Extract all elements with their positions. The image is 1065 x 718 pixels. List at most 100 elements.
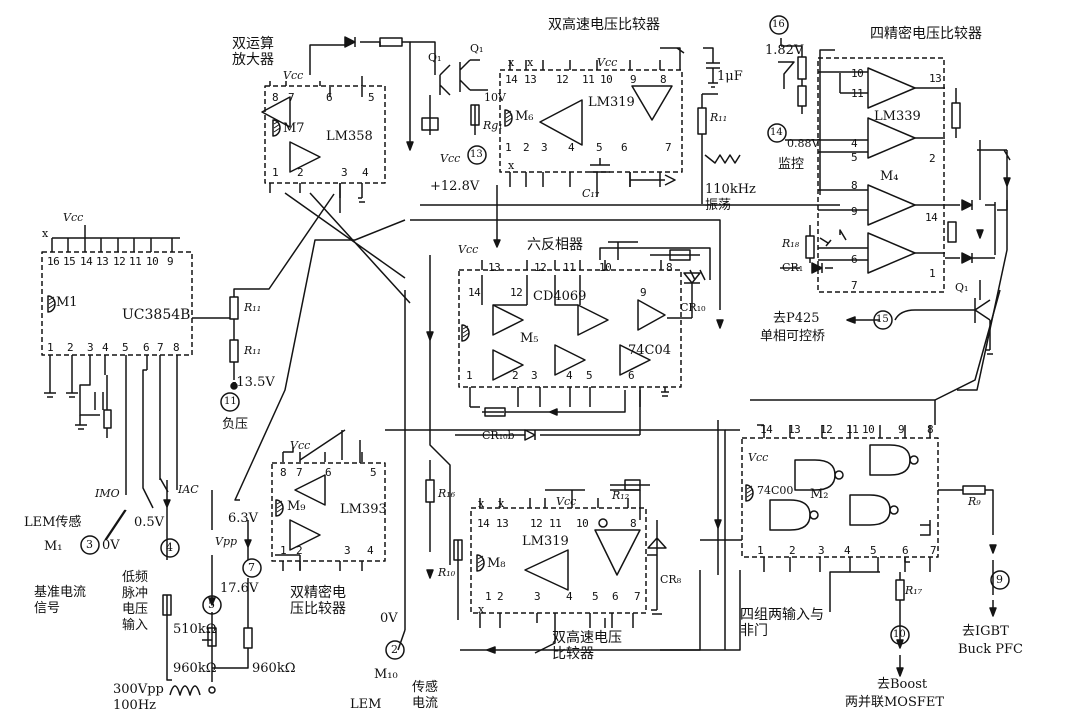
resistor-r11-b: [230, 340, 238, 362]
pin-m8-bot-3: 3: [534, 590, 541, 603]
x-m8-b: x: [498, 497, 505, 510]
label-r18: R₁₈: [782, 237, 800, 250]
label-iac: IAC: [178, 483, 199, 496]
pin-m1-bot-4: 4: [102, 341, 109, 354]
pin-m6-bot-5: 5: [596, 141, 603, 154]
label-m1-node: M₁: [44, 539, 63, 554]
pin-m1-bot-6: 6: [143, 341, 150, 354]
pin-m8-bot-5: 5: [592, 590, 599, 603]
pin-m5-top-3: 11: [563, 261, 576, 274]
node-13: 13: [470, 149, 483, 160]
pin-m4-right-1: 13: [929, 72, 942, 85]
pin-m5-bot-1: 1: [466, 369, 473, 382]
title-dual-comparator-bottom: 双高速电压比较器: [552, 630, 622, 662]
pin-m7-top-1: 8: [272, 91, 279, 104]
pin-m4-left-1: 10: [851, 67, 864, 80]
pin-m2-bot-3: 3: [818, 544, 825, 557]
label-0-5v: 0.5V: [134, 515, 165, 530]
node-15: 15: [876, 314, 889, 325]
pin-m9-top-4: 5: [370, 466, 377, 479]
label-buck-pfc: Buck PFC: [958, 642, 1023, 657]
pin-m5-mid-1: 14: [468, 286, 481, 299]
label-lem: LEM: [350, 697, 382, 712]
chip-alt-m5: 74C04: [628, 343, 672, 358]
vcc-m8: Vcc: [556, 495, 577, 508]
x-m8-a: x: [478, 497, 485, 510]
label-1-82v: 1.82V: [765, 43, 804, 58]
label-960k-a: 960kΩ: [173, 661, 217, 676]
pin-m8-top-1: 14: [477, 517, 490, 530]
m1-pins: [44, 225, 180, 508]
vcc-m1: Vcc: [63, 211, 84, 224]
pin-m5-top-1: 13: [488, 261, 501, 274]
node-4: 4: [166, 541, 173, 554]
label-to-boost: 去Boost: [877, 677, 928, 692]
chip-box-m2: [742, 438, 938, 557]
node-9: 9: [996, 573, 1003, 586]
pin-m9-bot-3: 3: [344, 544, 351, 557]
pin-m5-mid-2: 12: [510, 286, 523, 299]
pin-m1-top-4: 13: [96, 255, 109, 268]
label-negative: 负压: [222, 417, 249, 432]
pin-m8-top-2: 13: [496, 517, 509, 530]
label-cr8: CR₈: [660, 573, 682, 586]
pin-m4-left-5: 8: [851, 179, 858, 192]
pin-m2-bot-6: 6: [902, 544, 909, 557]
pin-m7-bot-4: 4: [362, 166, 369, 179]
chip-ref-m1: M1: [56, 295, 78, 310]
chip-part-m2: 74C00: [757, 484, 794, 497]
pin-m6-bot-3: 3: [541, 141, 548, 154]
node-5: 5: [208, 598, 215, 611]
chip-ref-m8: M₈: [487, 556, 506, 571]
pin-m6-top-6: 9: [630, 73, 637, 86]
pin-m8-bot-7: 7: [634, 590, 641, 603]
label-r11-b: R₁₁: [244, 344, 262, 357]
pin-m2-top-7: 8: [927, 423, 934, 436]
node-7: 7: [248, 561, 255, 574]
chip-ref-m2: M₂: [810, 487, 829, 502]
pin-m9-bot-2: 2: [296, 544, 303, 557]
node-circles: [81, 16, 1009, 659]
pin-m5-top-5: 8: [666, 261, 673, 274]
pin-m7-top-3: 6: [326, 91, 333, 104]
chip-part-m9: LM393: [340, 502, 387, 517]
pin-m7-top-4: 5: [368, 91, 375, 104]
label-0v: 0V: [102, 538, 120, 553]
label-oscillator: 110kHz振荡: [705, 182, 756, 213]
vcc-m7: Vcc: [283, 69, 304, 82]
chip-ref-m4: M₄: [880, 169, 899, 184]
pin-m8-bot-6: 6: [612, 590, 619, 603]
resistor-r11-a: [230, 297, 238, 319]
title-quad-nand: 四组两输入与非门: [740, 607, 824, 639]
chip-box-m6: [500, 70, 682, 172]
label-c17: C₁₇: [582, 187, 600, 200]
chip-box-m9: [272, 463, 385, 561]
pin-m6-top-5: 10: [600, 73, 613, 86]
pin-m8-bot-2: 2: [497, 590, 504, 603]
pin-m7-bot-1: 1: [272, 166, 279, 179]
chip-ref-m5: M₅: [520, 331, 539, 346]
label-rg1: Rg₁: [483, 119, 503, 132]
x-m6-b: x: [527, 56, 534, 69]
title-hex-inverter: 六反相器: [527, 237, 583, 253]
label-r11-c: R₁₁: [710, 111, 728, 124]
pin-m9-top-1: 8: [280, 466, 287, 479]
pin-m9-bot-4: 4: [367, 544, 374, 557]
label-lem-sense: LEM传感: [24, 515, 82, 530]
x-m6-a: x: [508, 56, 515, 69]
pin-m1-bot-5: 5: [122, 341, 129, 354]
pin-m5-bot-4: 4: [566, 369, 573, 382]
node-16: 16: [772, 19, 785, 30]
pin-m8-bot-1: 1: [485, 590, 492, 603]
pin-m5-bot-5: 5: [586, 369, 593, 382]
pin-m5-top-4: 10: [599, 261, 612, 274]
pin-m2-top-6: 9: [898, 423, 905, 436]
pin-m5-mid-3: 9: [640, 286, 647, 299]
pin-m6-bot-7: 7: [665, 141, 672, 154]
pin-m7-bot-2: 2: [297, 166, 304, 179]
label-cr10b: CR₁₀b: [482, 429, 515, 442]
pin-m8-top-3: 12: [530, 517, 543, 530]
chip-part-m6: LM319: [588, 95, 635, 110]
label-m10: M₁₀: [374, 667, 398, 682]
pin-m1-bot-8: 8: [173, 341, 180, 354]
